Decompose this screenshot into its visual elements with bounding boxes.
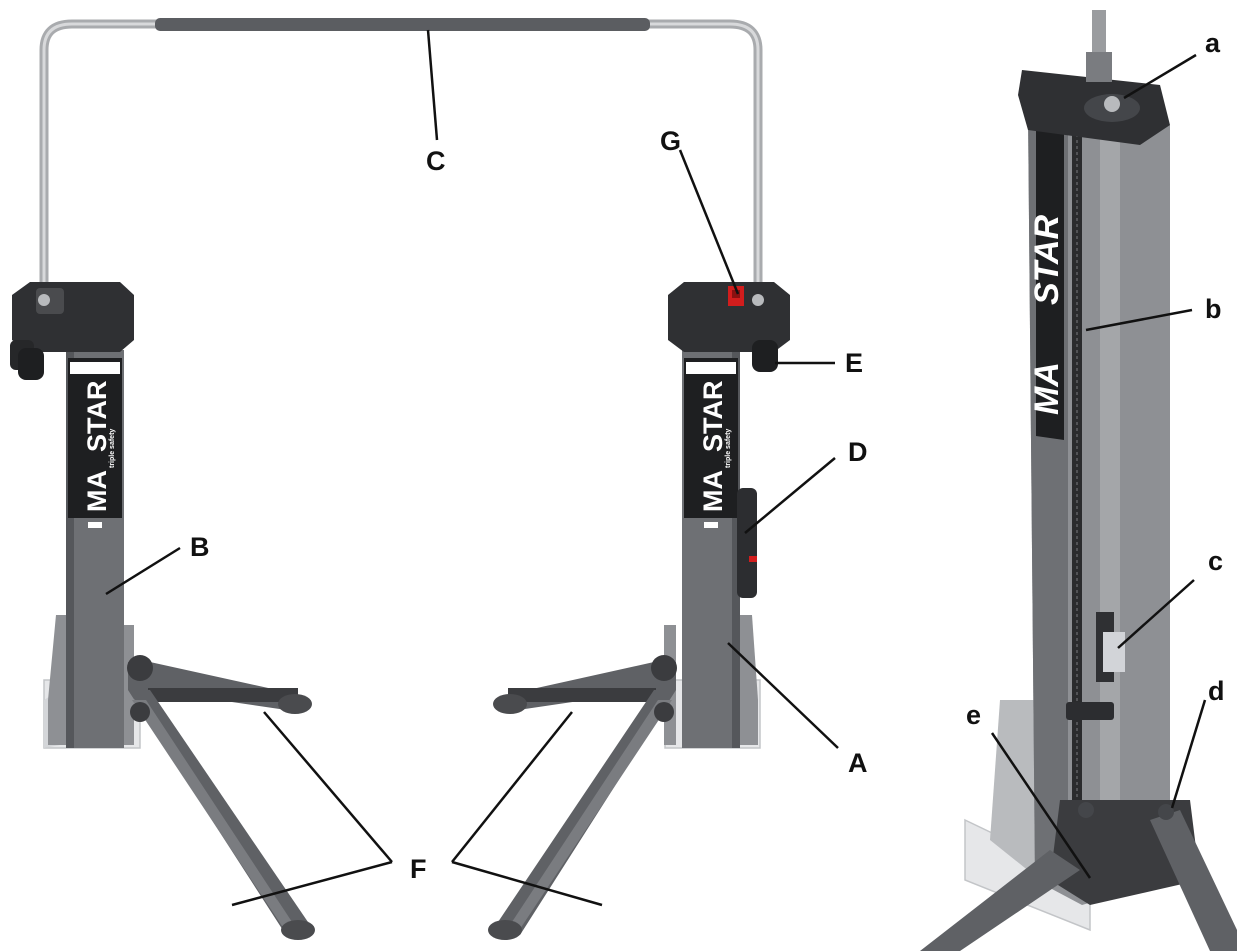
brand-star-left: STAR: [82, 381, 112, 453]
callout-B: B: [190, 532, 210, 562]
tagline-left: triple safety: [109, 429, 116, 468]
callout-c: c: [1208, 546, 1223, 576]
callout-a: a: [1205, 28, 1221, 58]
callout-C: C: [426, 146, 446, 176]
right-arms: [488, 655, 677, 940]
brand-star-right: STAR: [698, 381, 728, 453]
brand-ma-left: MA: [82, 470, 112, 512]
callout-e: e: [966, 700, 981, 730]
overhead-bar: [39, 18, 763, 290]
callout-G: G: [660, 126, 681, 156]
left-arms: [127, 655, 315, 940]
tagline-right: triple safety: [725, 429, 732, 468]
brand-ma-right: MA: [698, 470, 728, 512]
callout-labels: C G E D B A F a b c d e: [190, 28, 1225, 884]
callout-d: d: [1208, 676, 1225, 706]
capacity-label-right: 5500 kg: [694, 364, 727, 374]
right-column: 5500 kg STAR MA triple safety: [664, 282, 790, 749]
callout-F: F: [410, 854, 427, 884]
brand-star-closeup: STAR: [1028, 215, 1066, 305]
brand-ma-closeup: MA: [1028, 362, 1066, 415]
leader-lines: [105, 29, 1207, 907]
callout-b: b: [1205, 294, 1222, 324]
closeup-column: STAR MA: [920, 10, 1237, 951]
callout-D: D: [848, 437, 868, 467]
left-column: 5500 kg STAR MA triple safety: [10, 282, 141, 749]
callout-A: A: [848, 748, 868, 778]
capacity-label-left: 5500 kg: [78, 364, 111, 374]
callout-E: E: [845, 348, 863, 378]
